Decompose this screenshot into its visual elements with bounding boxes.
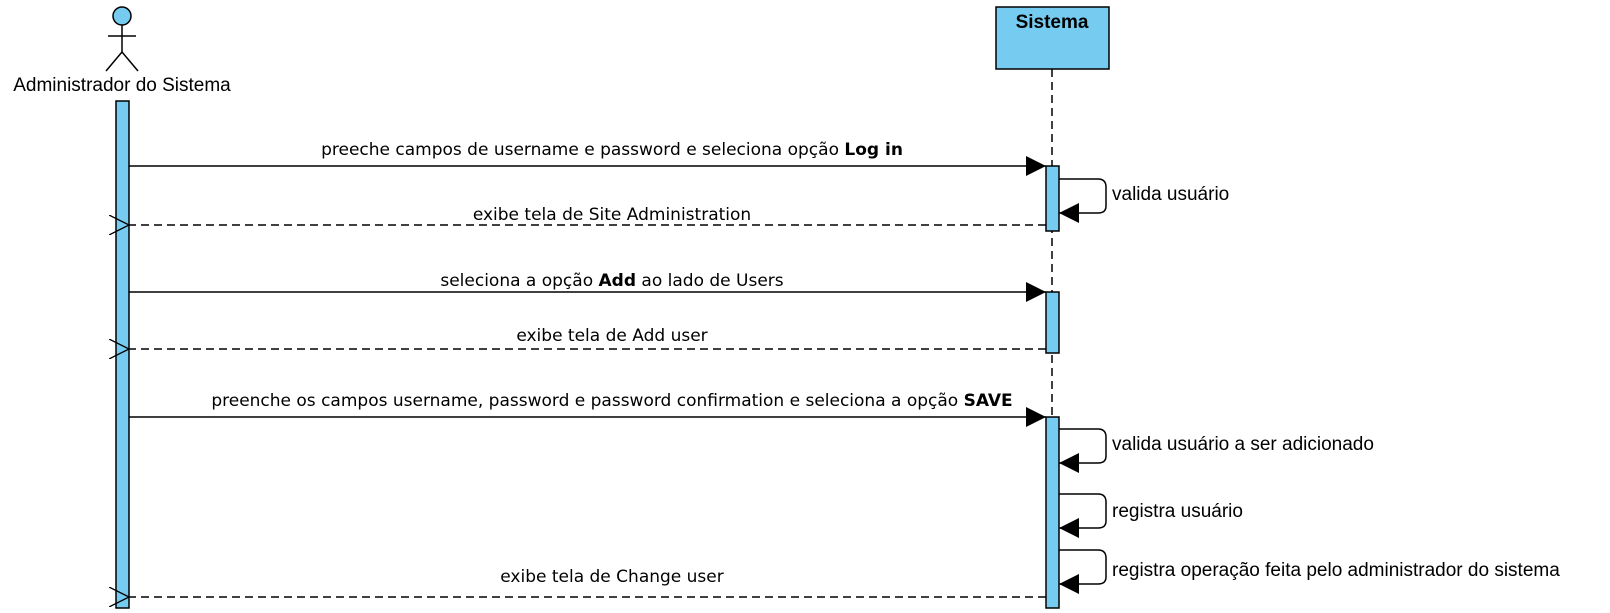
actor-head [112, 6, 132, 26]
actor-left-leg [105, 51, 123, 72]
message-8-self-arrow [1059, 493, 1107, 538]
system-name: Sistema [1016, 12, 1089, 33]
message-5-label: exibe tela de Add user [516, 326, 707, 346]
message-3-label: exibe tela de Site Administration [473, 205, 751, 225]
message-6-label: preenche os campos username, password e … [211, 391, 1012, 411]
message-1-label: preeche campos de username e password e … [321, 140, 903, 160]
message-9-label: registra operação feita pelo administrad… [1112, 560, 1560, 581]
message-10-label: exibe tela de Change user [500, 567, 724, 587]
message-2-label: valida usuário [1112, 184, 1229, 205]
message-4-label: seleciona a opção Add ao lado de Users [440, 271, 783, 291]
system-activation-bar-2 [1045, 291, 1060, 354]
system-activation-bar-3 [1045, 416, 1060, 609]
system-activation-bar-1 [1045, 165, 1060, 232]
message-7-label: valida usuário a ser adicionado [1112, 434, 1374, 455]
actor-name: Administrador do Sistema [13, 75, 231, 96]
actor-figure [105, 6, 139, 72]
message-9-self-arrow [1059, 549, 1107, 594]
message-7-self-arrow [1059, 428, 1107, 473]
message-8-label: registra usuário [1112, 501, 1243, 522]
system-lifeline-box [995, 6, 1110, 70]
message-2-self-arrow [1059, 178, 1107, 223]
actor-right-leg [121, 51, 139, 72]
actor-activation-bar [115, 100, 130, 609]
